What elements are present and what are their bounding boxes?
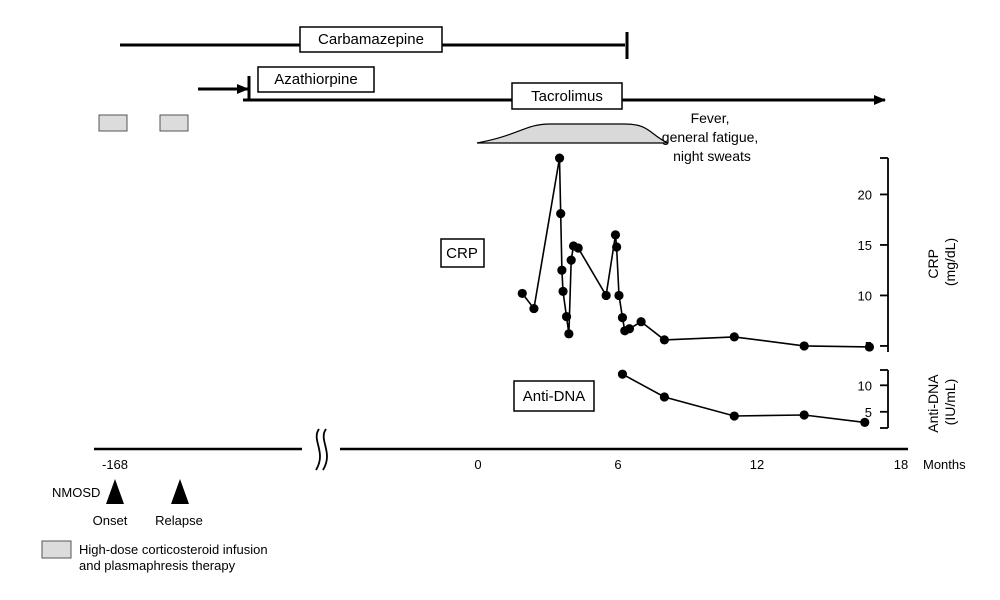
carbamazepine-label: Carbamazepine: [318, 31, 424, 48]
symptom-fatigue: general fatigue,: [662, 129, 759, 145]
crp-axis-title: CRP (mg/dL): [925, 238, 958, 286]
antidna-series: [617, 369, 870, 427]
crp-point: [624, 324, 635, 334]
antidna-axis-title: Anti-DNA (IU/mL): [925, 371, 958, 432]
crp-point: [617, 313, 628, 323]
crp-point: [864, 342, 875, 352]
crp-tick-label: 20: [858, 187, 872, 202]
crp-axis: 5101520 CRP (mg/dL): [858, 157, 958, 354]
antidna-point: [799, 410, 809, 420]
crp-point: [601, 290, 611, 301]
crp-point: [799, 341, 809, 351]
tick-label-12: 12: [750, 457, 764, 472]
crp-point: [614, 290, 624, 301]
crp-axis-title-line2: (mg/dL): [942, 238, 958, 286]
axis-break-symbol: [315, 428, 328, 471]
azathiorpine-label-box: [257, 66, 375, 93]
crp-label: CRP: [446, 245, 478, 262]
antidna-axis: 5 10 Anti-DNA (IU/mL): [858, 369, 958, 433]
tacrolimus-label: Tacrolimus: [531, 88, 603, 105]
symptom-night-sweats: night sweats: [673, 148, 751, 164]
antidna-axis-title-line1: Anti-DNA: [925, 374, 941, 433]
tick-label-18: 18: [894, 457, 908, 472]
antidna-point: [659, 392, 670, 402]
legend: High-dose corticosteroid infusion and pl…: [41, 540, 268, 573]
onset-marker-icon: [106, 479, 124, 504]
antidna-point: [617, 369, 628, 379]
crp-axis-title-line1: CRP: [925, 249, 941, 278]
crp-line: [521, 157, 870, 348]
legend-swatch: [41, 540, 72, 559]
antidna-tick-label: 10: [858, 378, 872, 393]
carbamazepine-bar: Carbamazepine: [120, 26, 629, 59]
tacrolimus-label-box: [511, 82, 623, 110]
antidna-tick-label: 5: [865, 405, 872, 420]
antidna-point: [860, 417, 870, 427]
crp-point: [529, 303, 539, 314]
crp-point: [564, 329, 574, 339]
antidna-point: [729, 411, 739, 421]
legend-text-line2: and plasmaphresis therapy: [79, 558, 236, 573]
crp-point: [729, 332, 739, 342]
crp-point: [566, 255, 576, 265]
crp-tick-label: 15: [858, 238, 872, 253]
tick-label-0: 0: [474, 457, 481, 472]
steroid-therapy-box-onset: [98, 114, 128, 132]
crp-point: [554, 153, 565, 163]
crp-point: [557, 265, 567, 275]
tacrolimus-bar: Tacrolimus: [243, 82, 886, 110]
relapse-label: Relapse: [155, 513, 203, 528]
crp-point: [556, 209, 566, 219]
crp-label-box: [440, 238, 485, 268]
crp-point: [558, 286, 568, 296]
antidna-axis-title-line2: (IU/mL): [942, 379, 958, 426]
legend-text-line1: High-dose corticosteroid infusion: [79, 542, 268, 557]
symptoms-label: Fever, general fatigue, night sweats: [662, 110, 762, 164]
crp-point: [612, 242, 622, 252]
relapse-marker-icon: [171, 479, 189, 504]
symptom-period-shape: [476, 123, 669, 144]
nmosd-label: NMOSD: [52, 485, 100, 500]
crp-point: [659, 335, 670, 345]
crp-point: [517, 288, 527, 299]
steroid-therapy-box-relapse: [159, 114, 189, 132]
time-axis: -168 0 6 12 18 Months: [94, 428, 966, 472]
crp-point: [573, 243, 583, 253]
carbamazepine-label-box: [299, 26, 443, 53]
crp-tick-label: 10: [858, 288, 872, 303]
tick-label-6: 6: [614, 457, 621, 472]
onset-label: Onset: [93, 513, 128, 528]
crp-point: [610, 230, 621, 240]
azathiorpine-label: Azathiorpine: [274, 71, 357, 88]
azathiorpine-bar: Azathiorpine: [198, 66, 375, 100]
crp-point: [561, 312, 572, 322]
antidna-line: [622, 373, 865, 424]
symptom-fever: Fever,: [691, 110, 730, 126]
antidna-label: Anti-DNA: [523, 388, 586, 405]
crp-point: [636, 317, 646, 327]
antidna-label-box: [513, 380, 595, 412]
crp-series: [517, 153, 875, 352]
time-axis-unit: Months: [923, 457, 966, 472]
tick-label-minus168: -168: [102, 457, 128, 472]
